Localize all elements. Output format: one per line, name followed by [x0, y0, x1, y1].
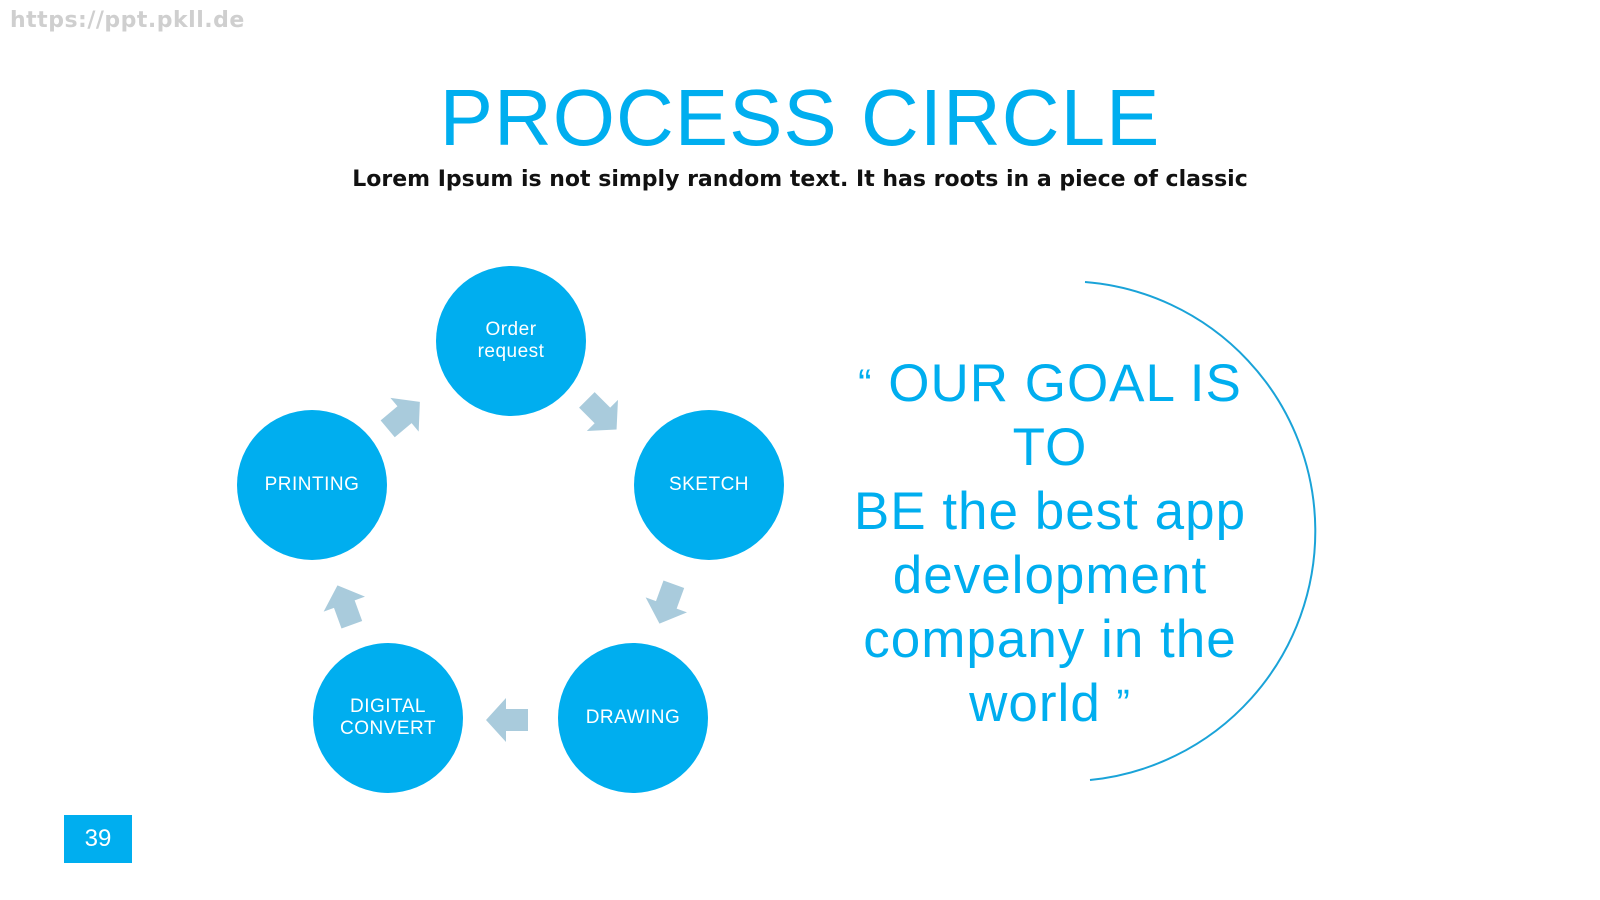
slide-title: PROCESS CIRCLE: [439, 73, 1161, 162]
process-node-sketch: SKETCH: [634, 410, 784, 560]
close-quote-mark: ”: [1116, 682, 1131, 726]
quote-line-4: development: [892, 546, 1208, 605]
arrow-digital-to-printing: [323, 585, 365, 629]
goal-quote: “ OUR GOAL IS TO BE the best app develop…: [830, 352, 1270, 736]
process-node-digital-convert: DIGITAL CONVERT: [313, 643, 463, 793]
watermark: https://ppt.pkll.de: [10, 8, 245, 33]
quote-line-2: TO: [1012, 418, 1088, 477]
quote-line-1: “ OUR GOAL IS: [858, 354, 1242, 413]
process-node-drawing: DRAWING: [558, 643, 708, 793]
arrow-drawing-to-digital: [486, 698, 528, 742]
quote-line-3: BE the best app: [853, 482, 1247, 541]
process-node-order-request: Order request: [436, 266, 586, 416]
open-quote-mark: “: [858, 362, 873, 406]
arrow-printing-to-order: [380, 397, 420, 438]
page-number: 39: [64, 815, 132, 863]
arrow-sketch-to-drawing: [645, 580, 687, 624]
slide-subtitle: Lorem Ipsum is not simply random text. I…: [352, 167, 1248, 192]
arrow-order-to-sketch: [579, 392, 618, 431]
quote-line-5: company in the: [863, 610, 1237, 669]
quote-line-6: world ”: [969, 674, 1131, 733]
process-node-printing: PRINTING: [237, 410, 387, 560]
